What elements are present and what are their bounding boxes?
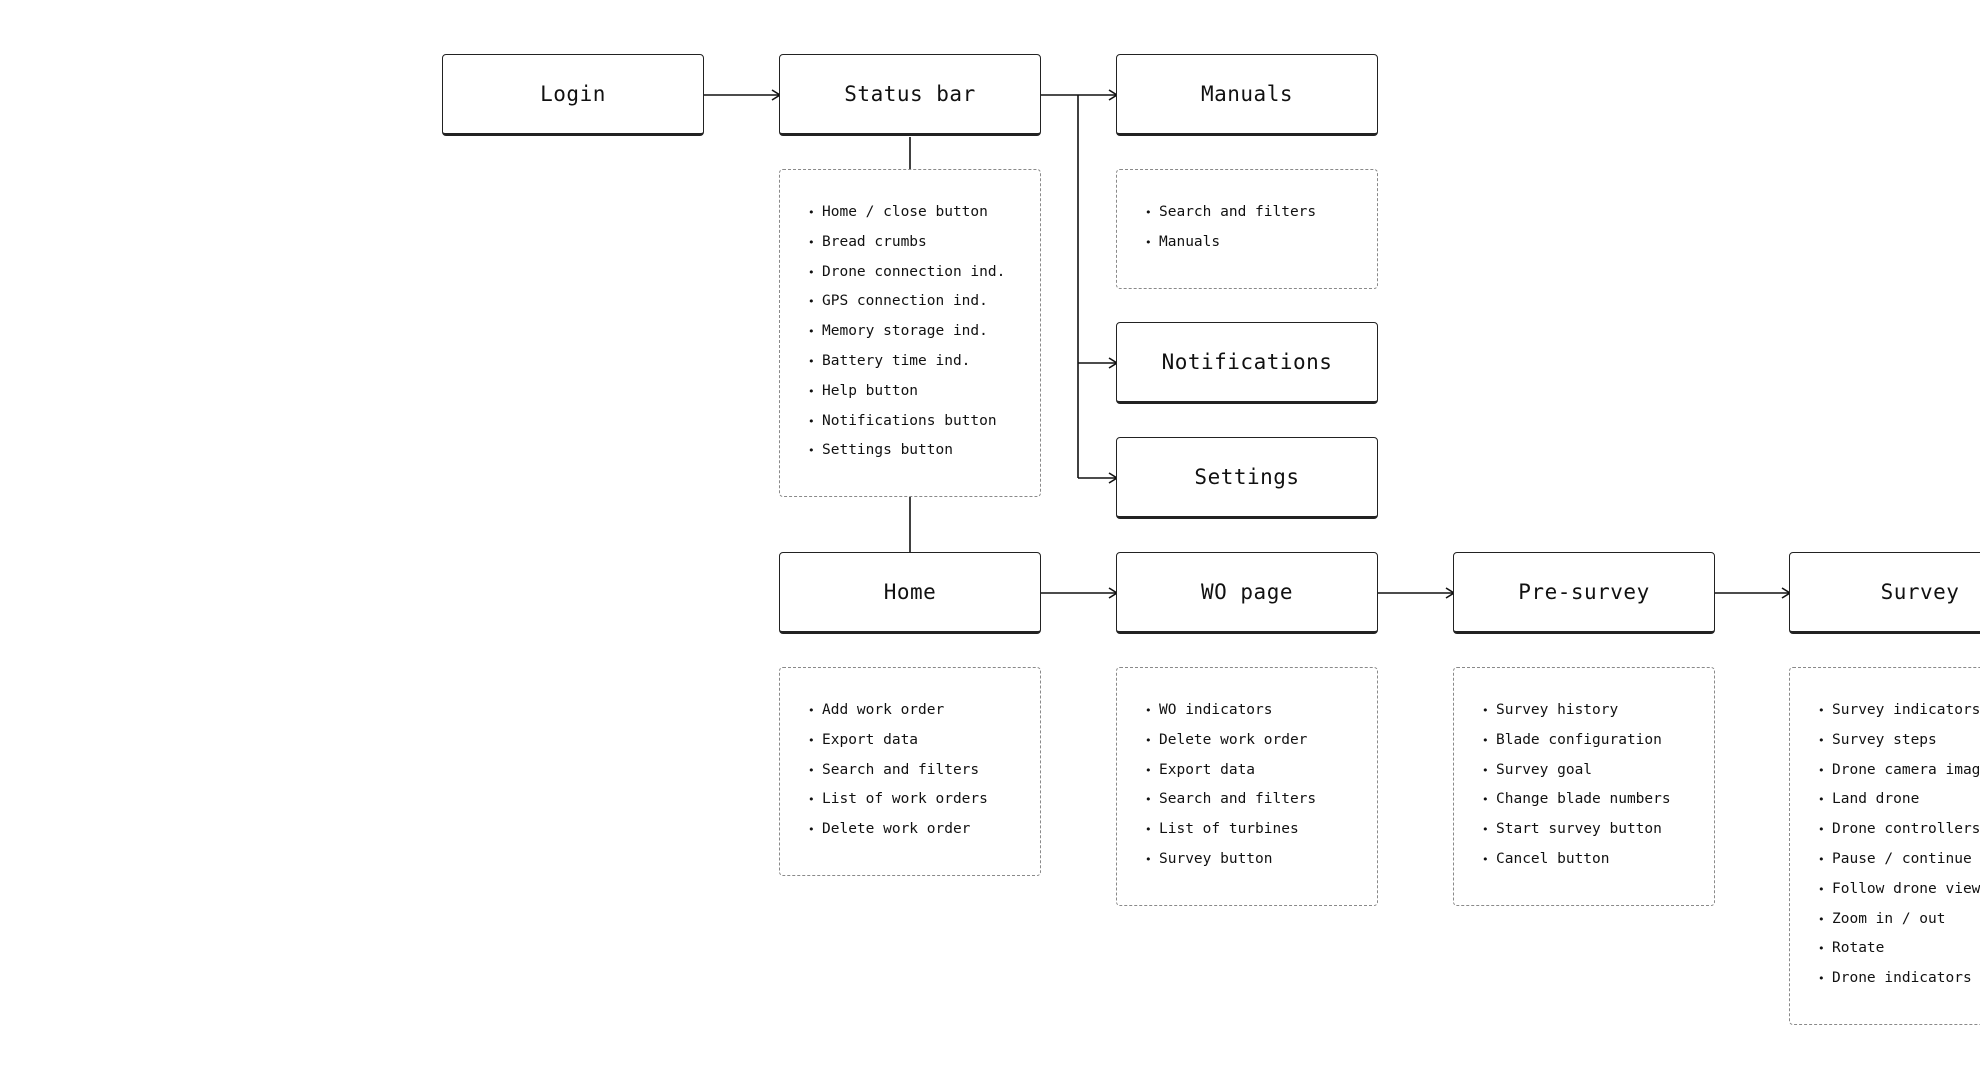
list-item: Rotate <box>1818 934 1980 964</box>
list-item: Drone camera image <box>1818 756 1980 786</box>
list-item: Delete work order <box>1145 726 1377 756</box>
node-status-bar-label: Status bar <box>844 82 976 106</box>
list-item: Delete work order <box>808 815 1040 845</box>
home-details: Add work order Export data Search and fi… <box>779 667 1041 876</box>
list-item: WO indicators <box>1145 696 1377 726</box>
wo-page-details: WO indicators Delete work order Export d… <box>1116 667 1378 906</box>
list-item: List of turbines <box>1145 815 1377 845</box>
list-item: Survey goal <box>1482 756 1714 786</box>
list-item: Survey button <box>1145 845 1377 875</box>
pre-survey-details: Survey history Blade configuration Surve… <box>1453 667 1715 906</box>
node-pre-survey-label: Pre-survey <box>1518 580 1650 604</box>
list-item: Change blade numbers <box>1482 785 1714 815</box>
node-settings[interactable]: Settings <box>1116 437 1378 519</box>
list-item: Add work order <box>808 696 1040 726</box>
list-item: Pause / continue <box>1818 845 1980 875</box>
list-item: Battery time ind. <box>808 347 1040 377</box>
list-item: Search and filters <box>1145 198 1377 228</box>
list-item: Follow drone view <box>1818 875 1980 905</box>
node-survey[interactable]: Survey <box>1789 552 1980 634</box>
node-survey-label: Survey <box>1880 580 1960 604</box>
list-item: Export data <box>808 726 1040 756</box>
survey-details: Survey indicators Survey steps Drone cam… <box>1789 667 1980 1025</box>
list-item: Bread crumbs <box>808 228 1040 258</box>
list-item: Land drone <box>1818 785 1980 815</box>
list-item: Search and filters <box>1145 785 1377 815</box>
list-item: Zoom in / out <box>1818 905 1980 935</box>
list-item: Notifications button <box>808 407 1040 437</box>
node-manuals-label: Manuals <box>1200 82 1293 106</box>
list-item: Drone controllers <box>1818 815 1980 845</box>
status-bar-details: Home / close button Bread crumbs Drone c… <box>779 169 1041 497</box>
list-item: Search and filters <box>808 756 1040 786</box>
manuals-details: Search and filters Manuals <box>1116 169 1378 289</box>
list-item: Survey steps <box>1818 726 1980 756</box>
list-item: Settings button <box>808 436 1040 466</box>
list-item: Survey history <box>1482 696 1714 726</box>
node-pre-survey[interactable]: Pre-survey <box>1453 552 1715 634</box>
node-notifications[interactable]: Notifications <box>1116 322 1378 404</box>
node-wo-page-label: WO page <box>1200 580 1293 604</box>
node-login[interactable]: Login <box>442 54 704 136</box>
list-item: Drone indicators <box>1818 964 1980 994</box>
list-item: Export data <box>1145 756 1377 786</box>
node-manuals[interactable]: Manuals <box>1116 54 1378 136</box>
list-item: Survey indicators <box>1818 696 1980 726</box>
list-item: Drone connection ind. <box>808 258 1040 288</box>
node-status-bar[interactable]: Status bar <box>779 54 1041 136</box>
node-home[interactable]: Home <box>779 552 1041 634</box>
node-notifications-label: Notifications <box>1161 350 1333 374</box>
list-item: GPS connection ind. <box>808 287 1040 317</box>
list-item: Blade configuration <box>1482 726 1714 756</box>
list-item: Cancel button <box>1482 845 1714 875</box>
list-item: Home / close button <box>808 198 1040 228</box>
node-home-label: Home <box>883 580 937 604</box>
node-settings-label: Settings <box>1194 465 1300 489</box>
list-item: Help button <box>808 377 1040 407</box>
node-login-label: Login <box>540 82 606 106</box>
node-wo-page[interactable]: WO page <box>1116 552 1378 634</box>
list-item: Manuals <box>1145 228 1377 258</box>
list-item: Start survey button <box>1482 815 1714 845</box>
list-item: List of work orders <box>808 785 1040 815</box>
list-item: Memory storage ind. <box>808 317 1040 347</box>
